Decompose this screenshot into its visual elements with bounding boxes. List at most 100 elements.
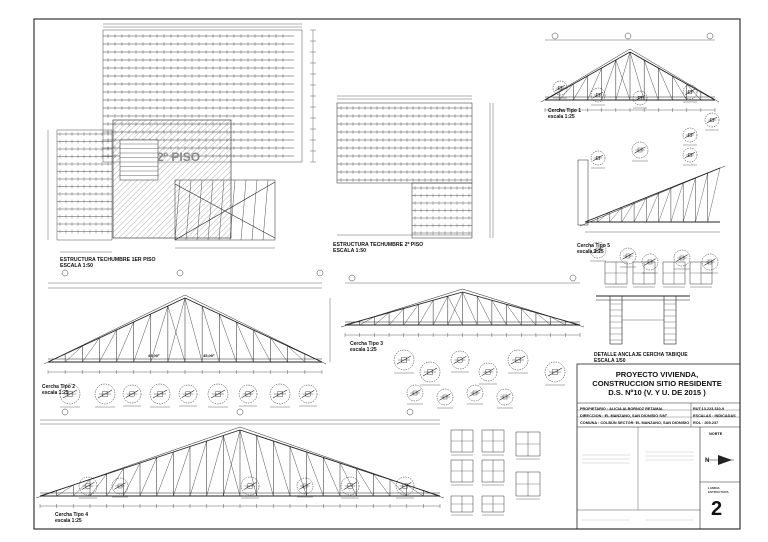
connection-detail: [298, 384, 318, 407]
connection-detail: [406, 384, 424, 405]
connection-detail: [78, 476, 98, 499]
sheet-border: [33, 18, 741, 530]
grid-bubble: [406, 408, 414, 416]
connection-detail: [450, 350, 470, 373]
project-title: PROYECTO VIVIENDA, CONSTRUCCION SITIO RE…: [592, 370, 722, 397]
connection-detail: [94, 383, 116, 408]
angle-label-left: 45,00º: [148, 353, 160, 358]
connection-detail: [419, 361, 441, 386]
section-detail: [604, 261, 628, 288]
connection-detail: [436, 388, 454, 409]
connection-detail: [395, 476, 415, 499]
section-detail: [515, 431, 541, 460]
direccion-row: DIRECCION : EL MANZANO, SAN DIONISIO S/N…: [580, 414, 667, 418]
section-detail: [450, 429, 474, 456]
connection-detail: [207, 383, 229, 408]
connection-detail: [296, 477, 314, 498]
connection-detail: [673, 249, 691, 270]
north-arrow-icon: N: [705, 455, 734, 465]
propietario-row: PROPIETARIO : ALICIA ALBORNOZ RETAMAL: [580, 407, 664, 411]
section-detail: [481, 429, 505, 456]
grid-bubble: [61, 408, 69, 416]
connection-detail: [682, 147, 698, 166]
plan-1-left-block: [56, 129, 113, 241]
connection-detail: [552, 80, 568, 99]
connection-detail: [641, 253, 659, 274]
connection-detail: [122, 384, 142, 407]
connection-detail: [704, 112, 720, 131]
connection-detail: [269, 383, 291, 408]
plan-1-diagonal-block: [174, 179, 276, 241]
connection-detail: [631, 141, 649, 162]
grid-bubble: [706, 32, 714, 40]
cercha-5-label: Cercha Tipo 5 escala 1:25: [577, 243, 610, 255]
connection-detail: [59, 383, 81, 408]
plan-2-title: ESTRUCTURA TECHUMBRE 2º PISO ESCALA 1:50: [333, 242, 424, 254]
connection-detail: [701, 253, 719, 274]
sheet-name: LAMINA ESTRUCTURA: [708, 486, 729, 494]
cercha-3-label: Cercha Tipo 3 escala 1:25: [350, 341, 383, 353]
connection-detail: [178, 384, 198, 407]
grid-bubble: [176, 269, 184, 277]
connection-detail: [619, 247, 637, 268]
svg-text:N: N: [705, 458, 709, 464]
grid-bubble: [569, 274, 577, 282]
detalle-anclaje-label: DETALLE ANCLAJE CERCHA TABIQUE ESCALA 1/…: [594, 352, 688, 364]
title-block: [576, 363, 741, 530]
section-detail: [662, 261, 686, 288]
comuna-row: COMUNA : COLBÚN SECTOR: EL MANZANO, SAN …: [580, 421, 690, 425]
section-detail: [689, 261, 713, 288]
plan-1-title: ESTRUCTURA TECHUMBRE 1ER PISO ESCALA 1:5…: [60, 257, 156, 269]
stair-block: [119, 139, 159, 181]
cercha-2-label: Cercha Tipo 2 escala 1:25: [42, 384, 75, 396]
cercha-tipo-4: [35, 426, 445, 508]
connection-detail: [478, 362, 498, 385]
connection-detail: [496, 388, 514, 409]
connection-detail: [393, 349, 415, 374]
grid-bubble: [316, 269, 324, 277]
grid-bubble: [551, 32, 559, 40]
grid-bubble: [348, 274, 356, 282]
grid-bubble: [624, 32, 632, 40]
connection-detail: [149, 383, 171, 408]
section-detail: [450, 495, 474, 516]
connection-detail: [589, 241, 607, 262]
cercha-tipo-5: [577, 159, 726, 233]
cercha-tipo-2: [43, 294, 327, 374]
connection-detail: [240, 476, 260, 499]
norte-label: NORTE: [709, 432, 723, 436]
connection-detail: [507, 349, 529, 374]
cercha-tipo-1: [540, 48, 720, 112]
plan-2-outline: [336, 102, 473, 184]
connection-detail: [682, 84, 698, 103]
connection-detail: [632, 90, 648, 109]
cercha-1-label: Cercha Tipo 1 escala 1:25: [548, 108, 581, 120]
connection-detail: [590, 87, 606, 106]
rut-field: RUT:13.223.310-9: [693, 407, 725, 411]
cercha-tipo-3: [340, 288, 585, 337]
connection-detail: [238, 384, 258, 407]
escalas-field: ESCALAS : INDICADAS: [693, 414, 736, 418]
angle-label-right: 45,00º: [203, 353, 215, 358]
connection-detail: [340, 476, 360, 499]
cercha-5-support: [577, 159, 589, 226]
connection-detail: [111, 477, 129, 498]
connection-detail: [466, 384, 484, 405]
detalle-anclaje-drawing: [596, 295, 690, 345]
connection-detail: [682, 127, 698, 146]
connection-detail: [590, 150, 606, 169]
sheet-number: 2: [711, 498, 723, 520]
rol-field: ROL : 209-237: [693, 421, 719, 425]
grid-bubble: [236, 408, 244, 416]
connection-detail: [544, 361, 566, 386]
section-detail: [632, 261, 656, 288]
cercha-4-label: Cercha Tipo 4 escala 1:25: [55, 512, 88, 524]
piso-tag: 2º PISO: [157, 150, 201, 164]
section-detail: [481, 495, 505, 516]
section-detail: [450, 459, 474, 486]
section-detail: [515, 471, 541, 500]
grid-bubble: [61, 269, 69, 277]
section-detail: [481, 459, 505, 486]
